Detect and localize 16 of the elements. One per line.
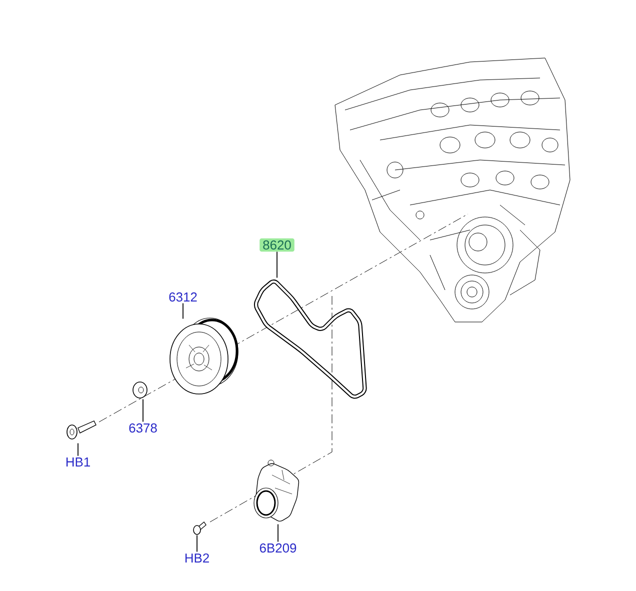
callout-number: 6B209	[260, 543, 296, 553]
leader-line	[196, 534, 198, 552]
belt-drawing	[254, 279, 367, 399]
leader-line	[142, 398, 144, 422]
tensioner-drawing	[254, 460, 300, 522]
leader-line	[182, 302, 184, 320]
callout-number: 6312	[169, 292, 197, 302]
pulley-drawing	[170, 318, 238, 394]
bolt-drawing	[193, 521, 206, 535]
bolt-drawing	[66, 420, 96, 440]
callout-number: HB1	[66, 458, 90, 466]
callout-number: 8620	[260, 238, 294, 252]
callout-number: 6378	[129, 423, 157, 433]
callout-number: HB2	[185, 553, 209, 563]
washer-drawing	[132, 382, 148, 398]
leader-line	[276, 251, 278, 278]
